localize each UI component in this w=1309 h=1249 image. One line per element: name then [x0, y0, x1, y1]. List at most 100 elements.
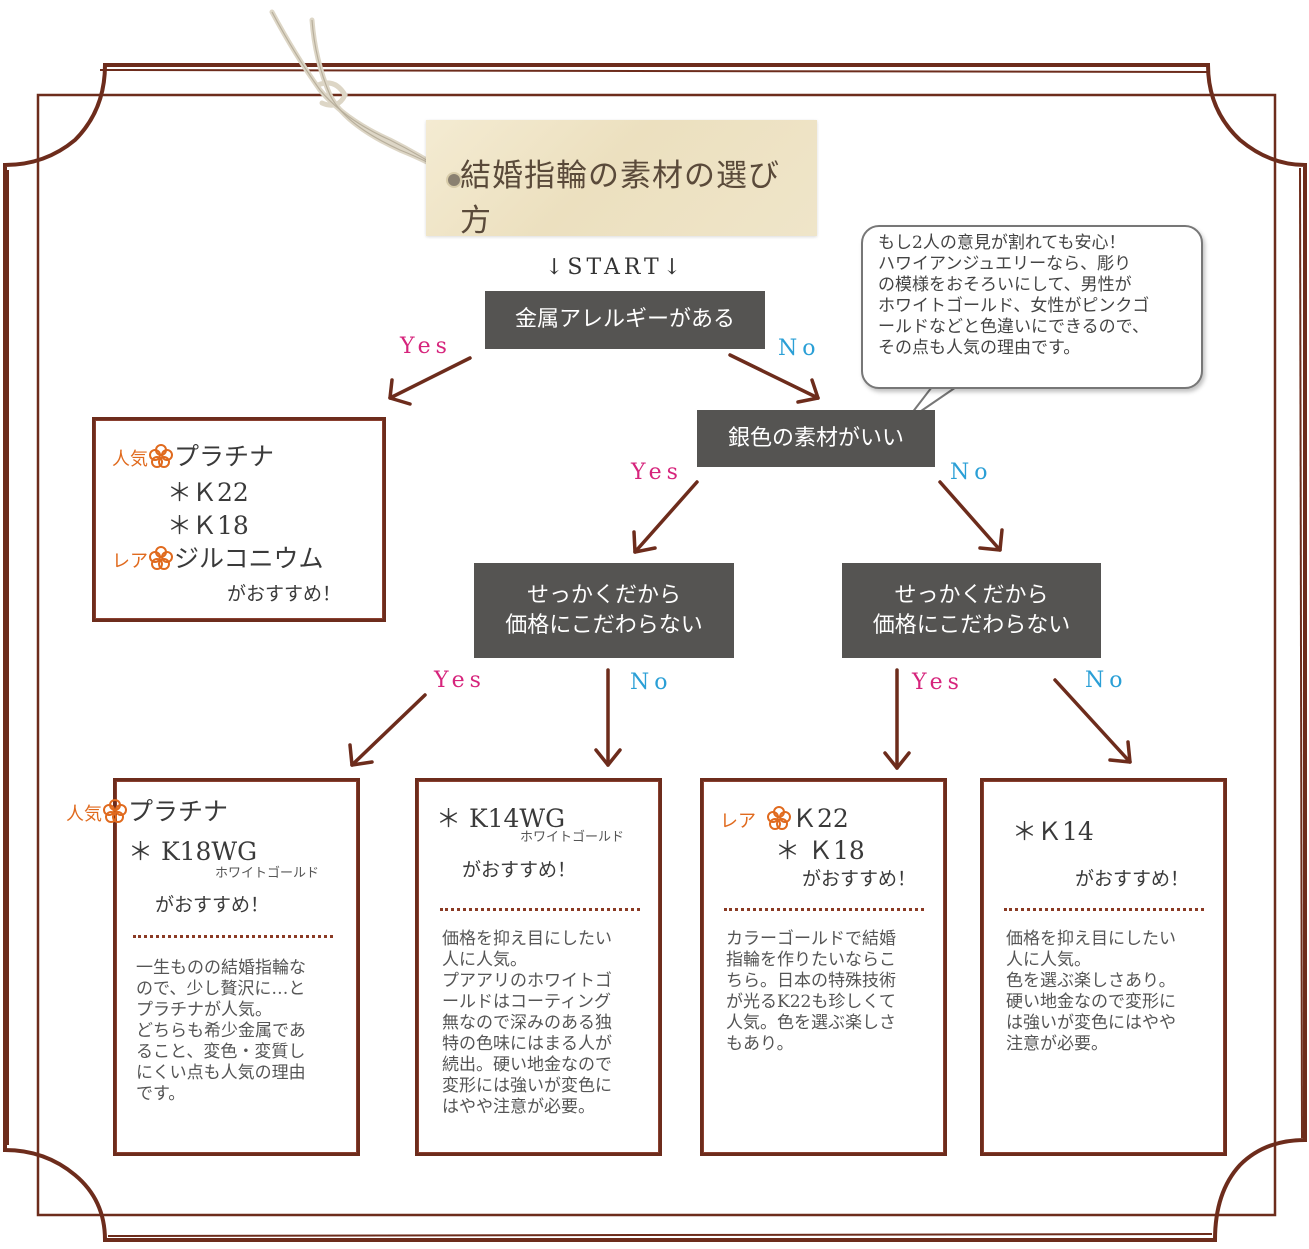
desc-line: は強いが変色にはやや [1006, 1013, 1176, 1033]
result-1-box [113, 778, 360, 1156]
desc-line: はやや注意が必要。 [442, 1097, 595, 1117]
desc-line: が光るK22も珍しくて [726, 992, 896, 1012]
question-allergy-text: 金属アレルギーがある [514, 307, 735, 333]
desc-line: 特の色味にはまる人が [442, 1034, 612, 1054]
question-price-right: せっかくだから 価格にこだわらない [842, 563, 1101, 658]
yes-label: Yes [631, 460, 683, 485]
no-label: No [630, 670, 673, 695]
desc-line: 注意が必要。 [1006, 1034, 1108, 1054]
result-2-desc: 価格を抑え目にしたい 人に人気。 プアアリのホワイトゴ ールドはコーティング 無… [442, 929, 652, 1118]
bubble-line: もし2人の意見が割れても安心！ [878, 233, 1126, 253]
result-3-sub: ＊ Ｋ18 [775, 836, 865, 865]
yes-label: Yes [400, 334, 452, 359]
desc-line: ること、変色・変質し [136, 1042, 306, 1062]
desc-line: ので、少し贅沢に…と [136, 979, 306, 999]
result-allergy-line3: ＊Ｋ18 [167, 511, 249, 540]
result-2-footer: がおすすめ！ [462, 859, 577, 881]
start-label: ↓START↓ [545, 255, 686, 280]
bubble-line: ハワイアンジュエリーなら、彫り [878, 254, 1132, 274]
flower-icon [149, 444, 173, 468]
result-allergy-box [92, 417, 386, 622]
desc-line: どちらも希少金属であ [136, 1021, 306, 1041]
no-label: No [950, 460, 993, 485]
question-silver-text: 銀色の素材がいい [727, 425, 904, 451]
result-3-main: Ｋ22 [792, 804, 849, 833]
tag-hole [446, 172, 462, 188]
result-allergy-line1: プラチナ [174, 442, 275, 471]
speech-bubble-text: もし2人の意見が割れても安心！ ハワイアンジュエリーなら、彫り の模様をおそろい… [878, 233, 1193, 359]
result-3-box [700, 778, 947, 1156]
question-price-left: せっかくだから 価格にこだわらない [474, 563, 734, 658]
desc-line: ちら。日本の特殊技術 [726, 971, 896, 991]
result-1-main: プラチナ [128, 797, 229, 826]
divider [724, 908, 924, 911]
desc-line: 変形には強いが変色に [442, 1076, 612, 1096]
badge-rare: レア [720, 811, 756, 832]
result-1-footer: がおすすめ！ [155, 894, 270, 916]
result-2-note: ホワイトゴールド [520, 830, 625, 845]
flower-icon [149, 546, 173, 570]
desc-line: 指輪を作りたいならこ [726, 950, 896, 970]
badge-popular: 人気 [66, 804, 102, 825]
result-1-header: 人気 プラチナ [66, 797, 228, 830]
desc-line: もあり。 [726, 1034, 794, 1054]
desc-line: 価格を抑え目にしたい [1006, 929, 1176, 949]
flower-icon [767, 806, 791, 830]
page-title: 結婚指輪の素材の選び方 [460, 158, 780, 239]
bubble-line: その点も人気の理由です。 [878, 338, 1081, 358]
desc-line: プアアリのホワイトゴ [442, 971, 612, 991]
desc-line: にくい点も人気の理由 [136, 1063, 306, 1083]
result-allergy-line4: ジルコニウム [174, 544, 324, 573]
result-3-desc: カラーゴールドで結婚 指輪を作りたいならこ ちら。日本の特殊技術 が光るK22も… [726, 929, 938, 1055]
question-price-right-line2: 価格にこだわらない [872, 612, 1071, 638]
desc-line: 無なので深みのある独 [442, 1013, 612, 1033]
divider [133, 935, 333, 938]
question-price-left-line2: 価格にこだわらない [505, 612, 703, 638]
result-2-box [415, 778, 662, 1156]
result-1-desc: 一生ものの結婚指輪な ので、少し贅沢に…と プラチナが人気。 どちらも希少金属で… [136, 958, 346, 1105]
result-4-main: ＊Ｋ14 [1012, 817, 1094, 846]
bubble-line: ールドなどと色違いにできるので、 [878, 317, 1149, 337]
bubble-line: の模様をおそろいにして、男性が [878, 275, 1132, 295]
flower-icon [103, 799, 127, 823]
result-4-box [980, 778, 1227, 1156]
desc-line: カラーゴールドで結婚 [726, 929, 896, 949]
divider [440, 908, 640, 911]
divider [1004, 908, 1204, 911]
desc-line: 人に人気。 [442, 950, 527, 970]
result-allergy-footer: がおすすめ！ [227, 583, 342, 605]
no-label: No [1085, 668, 1128, 693]
result-1-note: ホワイトゴールド [215, 866, 320, 881]
desc-line: 人気。色を選ぶ楽しさ [726, 1013, 896, 1033]
result-4-footer: がおすすめ！ [1075, 868, 1190, 890]
desc-line: ールドはコーティング [442, 992, 611, 1012]
result-3-footer: がおすすめ！ [802, 868, 917, 890]
badge-rare: レア [112, 551, 148, 572]
result-allergy-line2: ＊Ｋ22 [167, 478, 249, 507]
result-3-header: レア Ｋ22 [720, 799, 849, 835]
desc-line: 人に人気。 [1006, 950, 1091, 970]
question-silver: 銀色の素材がいい [697, 410, 935, 467]
question-price-left-line1: せっかくだから [526, 582, 681, 608]
desc-line: 一生ものの結婚指輪な [136, 958, 306, 978]
desc-line: 色を選ぶ楽しさあり。 [1006, 971, 1176, 991]
desc-line: 価格を抑え目にしたい [442, 929, 612, 949]
desc-line: 続出。硬い地金なので [442, 1055, 612, 1075]
desc-line: プラチナが人気。 [136, 1000, 272, 1020]
question-allergy: 金属アレルギーがある [485, 291, 765, 349]
badge-popular: 人気 [112, 449, 148, 470]
yes-label: Yes [912, 670, 964, 695]
result-4-desc: 価格を抑え目にしたい 人に人気。 色を選ぶ楽しさあり。 硬い地金なので変形に は… [1006, 929, 1218, 1055]
speech-bubble [861, 225, 1203, 389]
bubble-line: ホワイトゴールド、女性がピンクゴ [878, 296, 1150, 316]
yes-label: Yes [434, 668, 486, 693]
result-allergy-content: 人気 プラチナ ＊Ｋ22 ＊Ｋ18 レア ジルコニウム がおすすめ！ [112, 440, 341, 611]
desc-line: 硬い地金なので変形に [1006, 992, 1176, 1012]
desc-line: です。 [136, 1084, 186, 1104]
question-price-right-line1: せっかくだから [894, 582, 1049, 608]
result-2-main: ＊ K14WG [436, 804, 566, 833]
result-1-sub: ＊ K18WG [128, 837, 258, 866]
no-label: No [778, 336, 821, 361]
title-tag [426, 120, 817, 236]
